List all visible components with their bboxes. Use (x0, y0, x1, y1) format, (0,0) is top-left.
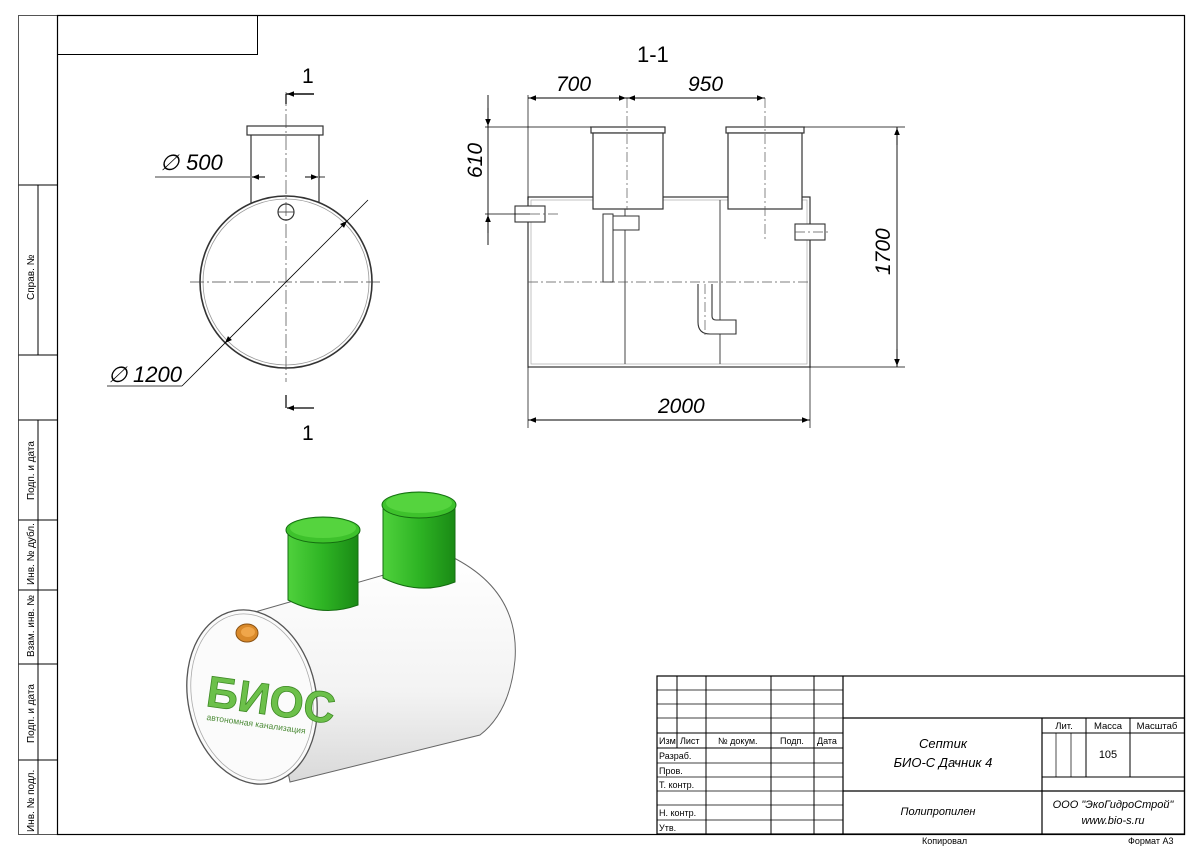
inv-podl-label: Инв. № подл. (26, 770, 37, 832)
inv-dubl-label: Инв. № дубл. (25, 523, 37, 585)
podp-data-label: Подп. и дата (26, 441, 37, 500)
inner-frame (56, 14, 1186, 836)
mass-value: 105 (1099, 749, 1117, 761)
product-render (186, 491, 516, 785)
dia-symbol-500: ∅ (160, 150, 180, 175)
format-label: Формат А3 (1128, 836, 1173, 846)
dim-d500: 500 (186, 150, 223, 175)
material: Полипропилен (900, 806, 975, 818)
neck-flange (246, 125, 324, 136)
hdr-izm: Изм. (659, 736, 678, 746)
vzam-inv-label: Взам. инв. № (26, 595, 37, 657)
corner-box (57, 15, 258, 55)
hdr-podp: Подп. (780, 736, 804, 746)
elbow-pipe (697, 284, 737, 335)
dim-d1200: 1200 (133, 362, 183, 387)
sprav-label: Справ. № (26, 254, 37, 300)
dim-700: 700 (556, 73, 591, 96)
tank-end-face (186, 609, 318, 785)
hdr-doc-no: № докум. (718, 736, 758, 746)
dim-950: 950 (688, 73, 723, 96)
product-name-1: Септик (919, 736, 968, 751)
dim-2000: 2000 (657, 395, 705, 418)
row-utv: Утв. (659, 823, 676, 833)
neck-walls (250, 135, 320, 205)
mass-label: Масса (1094, 721, 1123, 732)
row-n-kontr: Н. контр. (659, 808, 696, 818)
dia-symbol-1200: ∅ (108, 362, 128, 387)
section-mark-bottom: 1 (302, 422, 314, 445)
row-t-kontr: Т. контр. (659, 780, 694, 790)
side-strip (18, 184, 58, 834)
neck-left (592, 132, 664, 210)
hdr-list: Лист (680, 736, 700, 746)
copied-label: Копировал (922, 836, 967, 846)
section-view (485, 95, 905, 428)
section-title: 1-1 (637, 42, 669, 67)
dim-610: 610 (464, 143, 487, 178)
company: ООО "ЭкоГидроСтрой" (1053, 799, 1175, 811)
podp-data-label-2: Подп. и дата (26, 684, 37, 743)
row-prov: Пров. (659, 766, 683, 776)
dim-1700: 1700 (872, 228, 895, 275)
lit-label: Лит. (1055, 721, 1072, 732)
row-razrab: Разраб. (659, 751, 691, 761)
scale-label: Масштаб (1137, 721, 1178, 732)
end-view (107, 91, 382, 411)
section-mark-top: 1 (302, 65, 314, 88)
hdr-data: Дата (817, 736, 837, 746)
title-block (656, 675, 1186, 835)
product-name-2: БИО-С Дачник 4 (894, 755, 993, 770)
website: www.bio-s.ru (1082, 815, 1145, 827)
